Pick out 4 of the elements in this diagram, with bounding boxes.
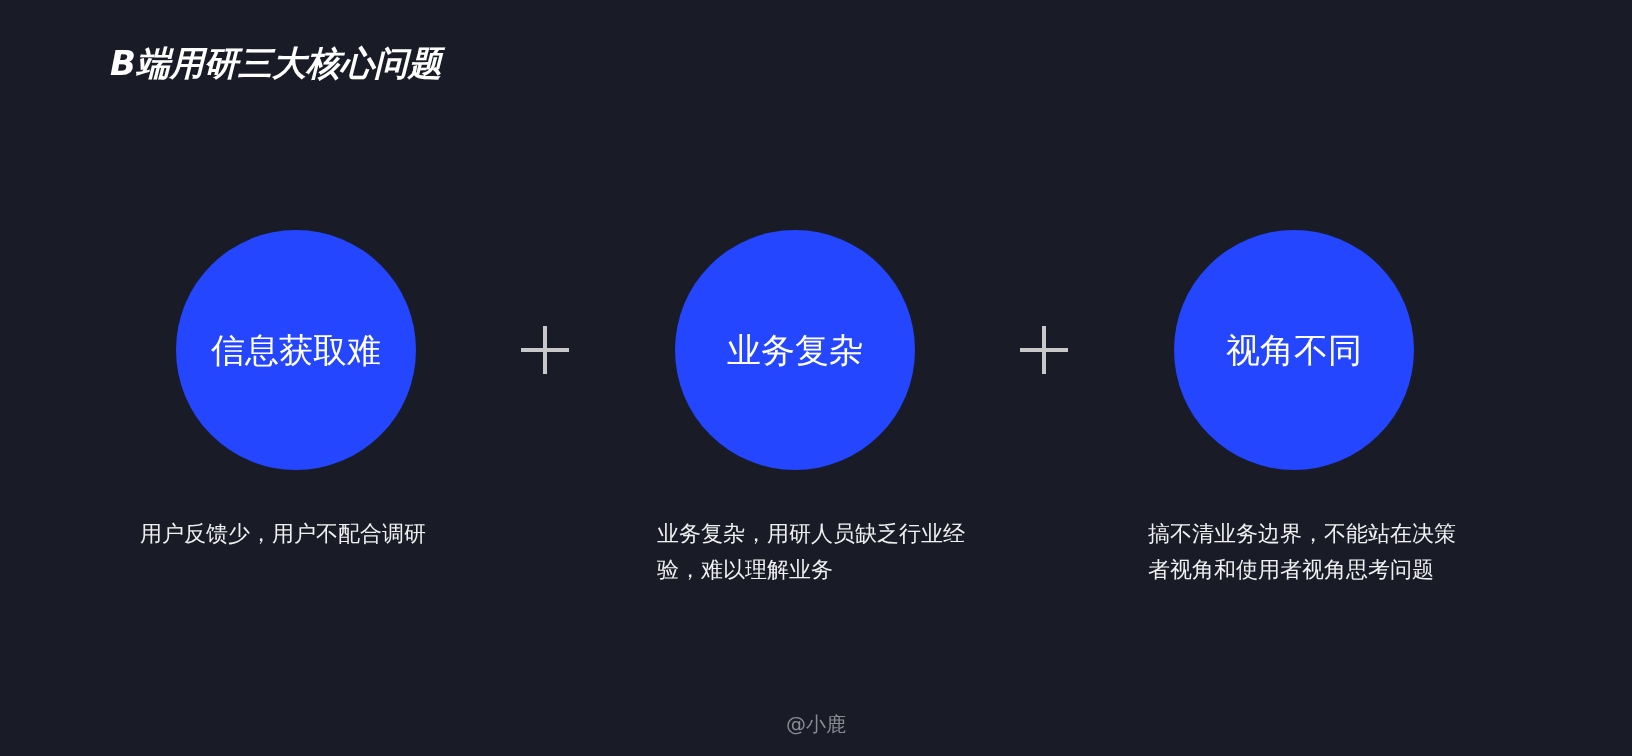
description-text: 搞不清业务边界，不能站在决策者视角和使用者视角思考问题 bbox=[1148, 520, 1457, 584]
author-credit: @小鹿 bbox=[785, 711, 847, 738]
description-text: 用户反馈少，用户不配合调研 bbox=[140, 520, 427, 548]
description-text: 业务复杂，用研人员缺乏行业经验，难以理解业务 bbox=[657, 520, 966, 584]
